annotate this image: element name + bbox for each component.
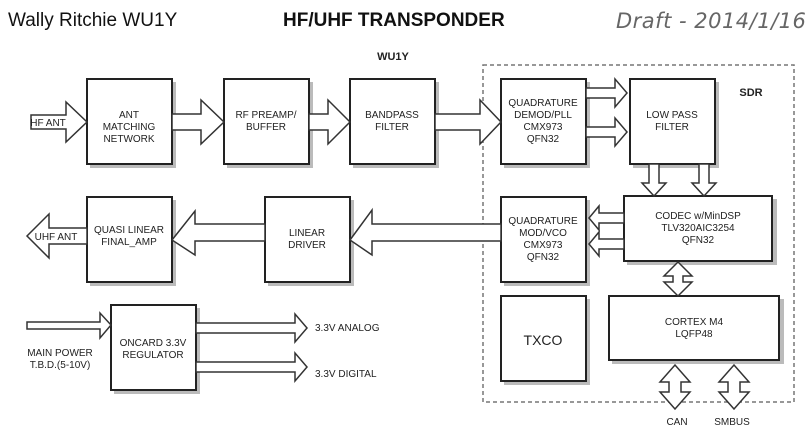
arrow-matching-to-preamp xyxy=(171,98,226,146)
analog-out-label: 3.3V ANALOG xyxy=(315,323,380,334)
svg-text:LOW PASS: LOW PASS xyxy=(646,110,698,121)
smbus-label: SMBUS xyxy=(714,417,750,428)
svg-text:QUASI LINEAR: QUASI LINEAR xyxy=(94,225,164,236)
arrow-codec-cortex-bus xyxy=(662,260,694,298)
digital-out-label: 3.3V DIGITAL xyxy=(315,369,377,380)
main-power-range-label: T.B.D.(5-10V) xyxy=(30,360,91,371)
arrow-can-bus xyxy=(658,363,692,411)
diagram-title: HF/UHF TRANSPONDER xyxy=(283,10,505,31)
svg-text:CMX973: CMX973 xyxy=(524,240,563,251)
svg-text:FILTER: FILTER xyxy=(375,122,409,133)
svg-text:NETWORK: NETWORK xyxy=(103,134,154,145)
block-codec: CODEC w/MinDSP TLV320AIC3254 QFN32 xyxy=(623,195,777,265)
uhf-ant-arrow: UHF ANT xyxy=(25,212,88,260)
block-rf-preamp: RF PREAMP/ BUFFER xyxy=(223,78,313,168)
svg-text:MOD/VCO: MOD/VCO xyxy=(519,228,567,239)
block-bandpass-filter: BANDPASS FILTER xyxy=(349,78,439,168)
svg-text:LQFP48: LQFP48 xyxy=(675,329,713,340)
svg-text:ANT: ANT xyxy=(119,110,139,121)
svg-text:TXCO: TXCO xyxy=(524,332,563,348)
block-txco: TXCO xyxy=(500,295,590,385)
block-quadrature-mod: QUADRATURE MOD/VCO CMX973 QFN32 xyxy=(500,196,590,286)
hf-ant-arrow: HF ANT xyxy=(30,100,89,144)
svg-text:BUFFER: BUFFER xyxy=(246,122,286,133)
block-ant-matching: ANT MATCHING NETWORK xyxy=(86,78,176,168)
svg-text:UHF ANT: UHF ANT xyxy=(35,232,78,243)
svg-text:TLV320AIC3254: TLV320AIC3254 xyxy=(661,223,735,234)
svg-text:CODEC w/MinDSP: CODEC w/MinDSP xyxy=(655,211,741,222)
arrow-main-power-in xyxy=(26,311,112,341)
svg-text:CMX973: CMX973 xyxy=(524,122,563,133)
arrow-lpf-to-codec-1 xyxy=(640,163,668,198)
svg-text:QFN32: QFN32 xyxy=(682,235,715,246)
svg-text:DRIVER: DRIVER xyxy=(288,240,326,251)
arrow-3v3-analog-out xyxy=(195,311,308,345)
can-label: CAN xyxy=(666,417,687,428)
arrow-driver-to-final xyxy=(170,208,266,257)
arrow-3v3-digital-out xyxy=(195,350,308,384)
svg-text:ONCARD 3.3V: ONCARD 3.3V xyxy=(120,338,187,349)
arrow-demod-to-lpf-q xyxy=(585,115,628,149)
arrow-codec-to-mod-q xyxy=(588,229,625,259)
svg-text:MATCHING: MATCHING xyxy=(103,122,156,133)
callsign-label: WU1Y xyxy=(377,51,409,63)
svg-text:QUADRATURE: QUADRATURE xyxy=(508,216,578,227)
svg-text:HF ANT: HF ANT xyxy=(30,118,66,129)
block-linear-driver: LINEAR DRIVER xyxy=(264,196,354,286)
arrow-bandpass-to-demod xyxy=(434,98,503,146)
svg-text:QUADRATURE: QUADRATURE xyxy=(508,98,578,109)
svg-text:QFN32: QFN32 xyxy=(527,252,560,263)
block-low-pass-filter: LOW PASS FILTER xyxy=(629,78,719,168)
arrow-mod-to-driver xyxy=(348,207,502,257)
block-regulator: ONCARD 3.3V REGULATOR xyxy=(110,304,200,394)
author-label: Wally Ritchie WU1Y xyxy=(8,10,178,31)
svg-text:BANDPASS: BANDPASS xyxy=(365,110,419,121)
svg-text:RF PREAMP/: RF PREAMP/ xyxy=(235,110,296,121)
arrow-smbus xyxy=(717,363,751,411)
arrow-lpf-to-codec-2 xyxy=(690,163,718,198)
block-cortex-m4: CORTEX M4 LQFP48 xyxy=(608,295,784,364)
main-power-label: MAIN POWER xyxy=(27,348,93,359)
sdr-group-label: SDR xyxy=(739,87,762,99)
svg-text:REGULATOR: REGULATOR xyxy=(122,350,183,361)
arrow-demod-to-lpf-i xyxy=(585,76,628,110)
svg-text:FINAL_AMP: FINAL_AMP xyxy=(101,237,157,248)
svg-text:QFN32: QFN32 xyxy=(527,134,560,145)
svg-text:FILTER: FILTER xyxy=(655,122,689,133)
arrow-preamp-to-bandpass xyxy=(308,98,352,146)
svg-text:CORTEX M4: CORTEX M4 xyxy=(665,317,724,328)
arrow-codec-to-mod-i xyxy=(588,203,625,233)
svg-text:LINEAR: LINEAR xyxy=(289,228,325,239)
block-quadrature-demod: QUADRATURE DEMOD/PLL CMX973 QFN32 xyxy=(500,78,590,168)
svg-text:DEMOD/PLL: DEMOD/PLL xyxy=(514,110,572,121)
block-final-amp: QUASI LINEAR FINAL_AMP xyxy=(86,196,176,286)
draft-date-label: Draft - 2014/1/16 xyxy=(616,9,807,33)
